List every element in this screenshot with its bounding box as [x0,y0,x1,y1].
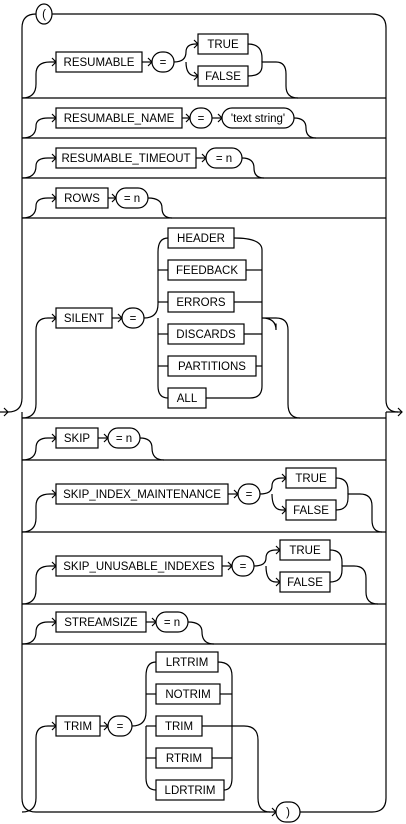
close-paren-text: ) [286,807,290,819]
keyword-resumable: RESUMABLE [64,57,135,69]
option-skip-unusable-indexes: SKIP_UNUSABLE_INDEXES = TRUE FALSE [21,539,379,605]
svg-text:=: = [160,57,167,69]
keyword-silent: SILENT [64,313,104,325]
choice-notrim: NOTRIM [165,689,210,701]
choice-all: ALL [177,393,198,405]
svg-text:= n: = n [164,617,180,629]
option-resumable: RESUMABLE = TRUE FALSE [21,33,299,99]
option-rows: ROWS = n [21,187,173,219]
choice-true: TRUE [207,39,239,51]
keyword-skip-index-maintenance: SKIP_INDEX_MAINTENANCE [63,489,221,501]
choice-false: FALSE [205,71,241,83]
choice-header: HEADER [177,233,225,245]
svg-text:=: = [240,561,247,573]
keyword-rows: ROWS [64,193,100,205]
keyword-trim: TRIM [64,721,92,733]
choice-ldrtrim: LDRTRIM [165,785,216,797]
option-skip-index-maintenance: SKIP_INDEX_MAINTENANCE = TRUE FALSE [21,467,383,533]
open-paren: ( [35,3,53,25]
separators [22,97,386,645]
option-silent: SILENT = HEADER FEEDBACK ERRORS DISCARDS… [21,227,301,419]
svg-text:=: = [117,721,124,733]
choice-false: FALSE [287,577,323,589]
option-skip: SKIP = n [21,427,165,461]
open-paren-text: ( [42,9,46,21]
choice-true: TRUE [295,473,327,485]
keyword-resumable-timeout: RESUMABLE_TIMEOUT [61,153,190,165]
close-paren: ) [275,801,301,823]
choice-lrtrim: LRTRIM [166,657,209,669]
svg-text:=: = [130,313,137,325]
keyword-resumable-name: RESUMABLE_NAME [64,113,175,125]
svg-text:= n: = n [116,433,132,445]
text-string-value: 'text string' [231,113,285,125]
choice-feedback: FEEDBACK [176,265,238,277]
keyword-skip: SKIP [64,433,91,445]
choice-errors: ERRORS [176,297,226,309]
option-trim: TRIM = LRTRIM NOTRIM TRIM RTRIM LDRTRIM [21,651,271,813]
choice-trim: TRIM [165,721,193,733]
choice-false: FALSE [293,505,329,517]
svg-text:=: = [198,113,205,125]
keyword-streamsize: STREAMSIZE [64,617,138,629]
choice-rtrim: RTRIM [166,753,202,765]
svg-text:= n: = n [216,153,232,165]
option-resumable-name: RESUMABLE_NAME = 'text string' [21,107,317,139]
keyword-skip-unusable-indexes: SKIP_UNUSABLE_INDEXES [63,561,215,573]
main-line [0,13,403,817]
svg-text:= n: = n [124,193,140,205]
choice-partitions: PARTITIONS [178,361,246,373]
option-resumable-timeout: RESUMABLE_TIMEOUT = n [21,147,265,179]
svg-text:=: = [246,489,253,501]
option-streamsize: STREAMSIZE = n [21,611,215,645]
choice-true: TRUE [289,545,321,557]
choice-discards: DISCARDS [176,329,236,341]
